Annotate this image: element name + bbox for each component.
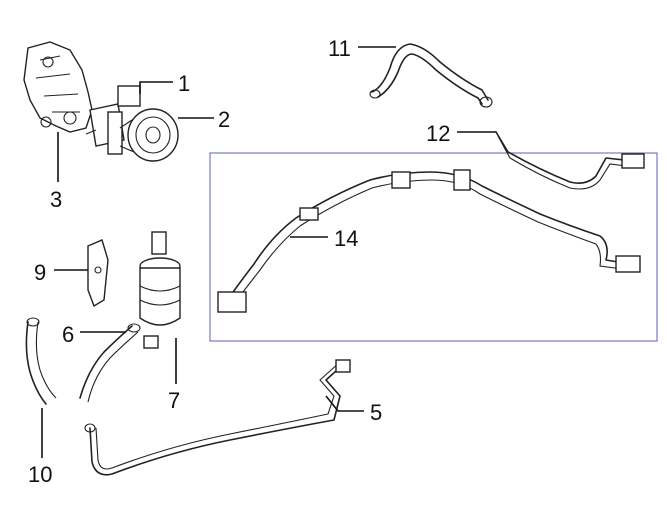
callout-9: 9 <box>34 260 46 285</box>
callout-2: 2 <box>218 107 230 132</box>
leader-5 <box>325 395 364 412</box>
callout-6: 6 <box>62 322 74 347</box>
leader-1 <box>139 81 173 94</box>
callout-3: 3 <box>50 187 62 212</box>
hose-part-11 <box>371 43 489 101</box>
callout-11: 11 <box>328 36 351 61</box>
fitting-part-14-left <box>217 291 247 313</box>
callout-7: 7 <box>168 388 180 413</box>
callout-5: 5 <box>370 400 382 425</box>
pipe-part-12 <box>495 131 643 184</box>
highlight-box-part-14 <box>209 152 658 342</box>
hose-part-6 <box>79 325 133 399</box>
callout-1: 1 <box>178 71 190 96</box>
reservoir-part-7 <box>139 231 181 349</box>
hose-part-10 <box>25 321 47 405</box>
hose-part-14 <box>225 171 631 303</box>
power-steering-pump <box>23 41 179 162</box>
callout-14: 14 <box>334 226 358 251</box>
hose-part-11-inner <box>377 53 483 105</box>
callout-10: 10 <box>28 462 52 487</box>
pipe-part-5 <box>89 361 347 476</box>
callout-12: 12 <box>426 121 450 146</box>
